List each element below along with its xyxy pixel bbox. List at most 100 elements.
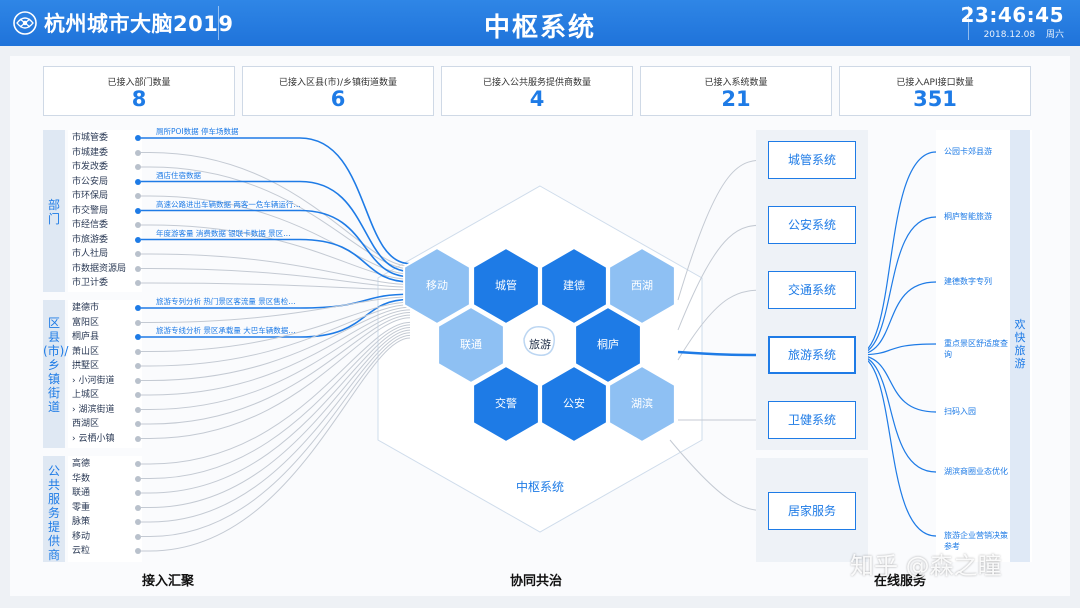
idle-dot bbox=[135, 548, 141, 554]
source-item[interactable]: 市数据资源局 bbox=[72, 263, 127, 274]
idle-dot bbox=[135, 265, 141, 272]
source-item[interactable]: 桐庐县 bbox=[72, 332, 100, 342]
source-item[interactable]: 市城建委 bbox=[72, 147, 109, 158]
hex-label[interactable]: 公安 bbox=[563, 397, 585, 410]
service-item[interactable]: 湖滨商圈业态优化 bbox=[944, 467, 1008, 476]
idle-dot bbox=[135, 435, 141, 442]
hex-label[interactable]: 湖滨 bbox=[631, 397, 653, 410]
hex-label[interactable]: 城管 bbox=[495, 279, 517, 292]
service-item[interactable]: 旅游企业营销决策参考 bbox=[944, 531, 1008, 551]
idle-dot bbox=[135, 348, 141, 355]
stat-label: 已接入API接口数量 bbox=[896, 78, 974, 88]
source-item[interactable]: 市人社局 bbox=[72, 249, 109, 259]
stat-value: 6 bbox=[330, 87, 346, 111]
hex-label[interactable]: 移动 bbox=[426, 279, 448, 292]
group-label-districts: 区县(市)/乡镇街道 bbox=[43, 316, 69, 414]
center-system-label: 中枢系统 bbox=[515, 480, 564, 494]
stat-card-departments: 已接入部门数量 8 bbox=[43, 66, 235, 116]
source-item[interactable]: 云粒 bbox=[72, 546, 91, 556]
source-item[interactable]: 建德市 bbox=[72, 303, 100, 313]
idle-dot bbox=[135, 363, 141, 369]
date-text: 2018.12.08 bbox=[983, 30, 1036, 40]
system-button[interactable]: 交通系统 bbox=[768, 271, 856, 309]
clock-date: 2018.12.08 周六 bbox=[984, 27, 1064, 40]
idle-dot bbox=[135, 280, 141, 286]
data-annotation: 厕所POI数据 停车场数据 bbox=[156, 127, 239, 136]
source-item[interactable]: 市卫计委 bbox=[72, 278, 109, 288]
source-item[interactable]: 市发改委 bbox=[72, 162, 109, 172]
services-category-label: 欢快旅游 bbox=[1014, 318, 1026, 370]
source-item[interactable]: 市公安局 bbox=[72, 176, 109, 187]
source-item[interactable]: 富阳区 bbox=[72, 317, 100, 328]
header-divider bbox=[218, 6, 219, 40]
system-button[interactable]: 卫健系统 bbox=[768, 401, 856, 439]
stat-value: 8 bbox=[131, 87, 147, 111]
service-item[interactable]: 公园卡郊县游 bbox=[944, 147, 992, 156]
idle-dot bbox=[135, 475, 141, 482]
section-label-online-service: 在线服务 bbox=[874, 574, 927, 589]
idle-dot bbox=[135, 377, 141, 384]
hex-label[interactable]: 交警 bbox=[495, 397, 517, 410]
connected-dot bbox=[135, 135, 141, 141]
service-item[interactable]: 桐庐智能旅游 bbox=[944, 212, 992, 221]
source-item[interactable]: 上城区 bbox=[72, 390, 100, 400]
idle-dot bbox=[135, 222, 141, 228]
stat-card-districts: 已接入区县(市)/乡镇街道数量 6 bbox=[242, 66, 434, 116]
source-item[interactable]: 移动 bbox=[72, 531, 91, 542]
home-service-button[interactable]: 居家服务 bbox=[768, 492, 856, 530]
source-item[interactable]: 市交警局 bbox=[72, 205, 109, 216]
idle-dot bbox=[135, 519, 141, 525]
stat-label: 已接入系统数量 bbox=[704, 78, 768, 88]
source-item[interactable]: 脉策 bbox=[72, 517, 91, 527]
source-item[interactable]: 拱墅区 bbox=[72, 361, 100, 371]
group-list-districts bbox=[68, 300, 142, 448]
section-label-cogovern: 协同共治 bbox=[510, 574, 563, 589]
data-annotation: 酒店住宿数据 bbox=[156, 170, 201, 180]
group-list-providers bbox=[68, 456, 142, 562]
source-item[interactable]: 联通 bbox=[72, 488, 91, 498]
group-bar-districts bbox=[43, 300, 65, 448]
service-item[interactable]: 建德数字专列 bbox=[944, 277, 992, 286]
source-item[interactable]: 高德 bbox=[72, 459, 91, 469]
service-item[interactable]: 重点景区舒适度查询 bbox=[944, 339, 1008, 359]
group-bar-departments bbox=[43, 130, 65, 292]
group-label-departments: 部门 bbox=[47, 198, 60, 226]
source-item[interactable]: 西湖区 bbox=[72, 419, 100, 429]
hex-label[interactable]: 联通 bbox=[460, 338, 482, 351]
hex-label[interactable]: 建德 bbox=[563, 279, 585, 292]
hex-label[interactable]: 西湖 bbox=[631, 279, 653, 292]
data-annotation: 高速公路进出车辆数据 两客一危车辆运行… bbox=[156, 199, 301, 209]
data-annotation: 旅游专线分析 景区承载量 大巴车辆数据… bbox=[156, 326, 296, 335]
source-item[interactable]: 萧山区 bbox=[72, 346, 100, 357]
connected-dot bbox=[135, 207, 141, 214]
connected-dot bbox=[135, 178, 141, 185]
stat-value: 4 bbox=[529, 87, 545, 111]
source-item[interactable]: 零重 bbox=[72, 502, 91, 513]
connected-dot bbox=[135, 305, 141, 311]
idle-dot bbox=[135, 490, 141, 496]
source-item[interactable]: 市经信委 bbox=[72, 220, 109, 230]
idle-dot bbox=[135, 406, 141, 413]
source-item[interactable]: 市城管委 bbox=[72, 133, 109, 143]
stat-card-providers: 已接入公共服务提供商数量 4 bbox=[441, 66, 633, 116]
clock-time: 23:46:45 bbox=[960, 3, 1064, 27]
source-item[interactable]: › 小河街道 bbox=[72, 375, 115, 386]
system-button[interactable]: 公安系统 bbox=[768, 206, 856, 244]
system-button[interactable]: 旅游系统 bbox=[768, 336, 856, 374]
stat-value: 21 bbox=[721, 87, 751, 111]
source-item[interactable]: 市环保局 bbox=[72, 191, 109, 201]
hex-label[interactable]: 旅游 bbox=[529, 338, 551, 351]
stat-value: 351 bbox=[913, 87, 957, 111]
hex-label[interactable]: 桐庐 bbox=[597, 338, 619, 351]
system-button[interactable]: 城管系统 bbox=[768, 141, 856, 179]
idle-dot bbox=[135, 164, 141, 170]
idle-dot bbox=[135, 421, 141, 427]
section-label-intake: 接入汇聚 bbox=[142, 574, 195, 589]
source-item[interactable]: 华数 bbox=[72, 473, 91, 484]
brand[interactable]: 杭州城市大脑2019 bbox=[12, 8, 233, 38]
services-category-bar bbox=[1010, 130, 1030, 562]
source-item[interactable]: › 湖滨街道 bbox=[72, 404, 115, 415]
source-item[interactable]: 市旅游委 bbox=[72, 234, 109, 245]
source-item[interactable]: › 云栖小镇 bbox=[72, 433, 115, 444]
service-item[interactable]: 扫码入园 bbox=[944, 407, 976, 416]
